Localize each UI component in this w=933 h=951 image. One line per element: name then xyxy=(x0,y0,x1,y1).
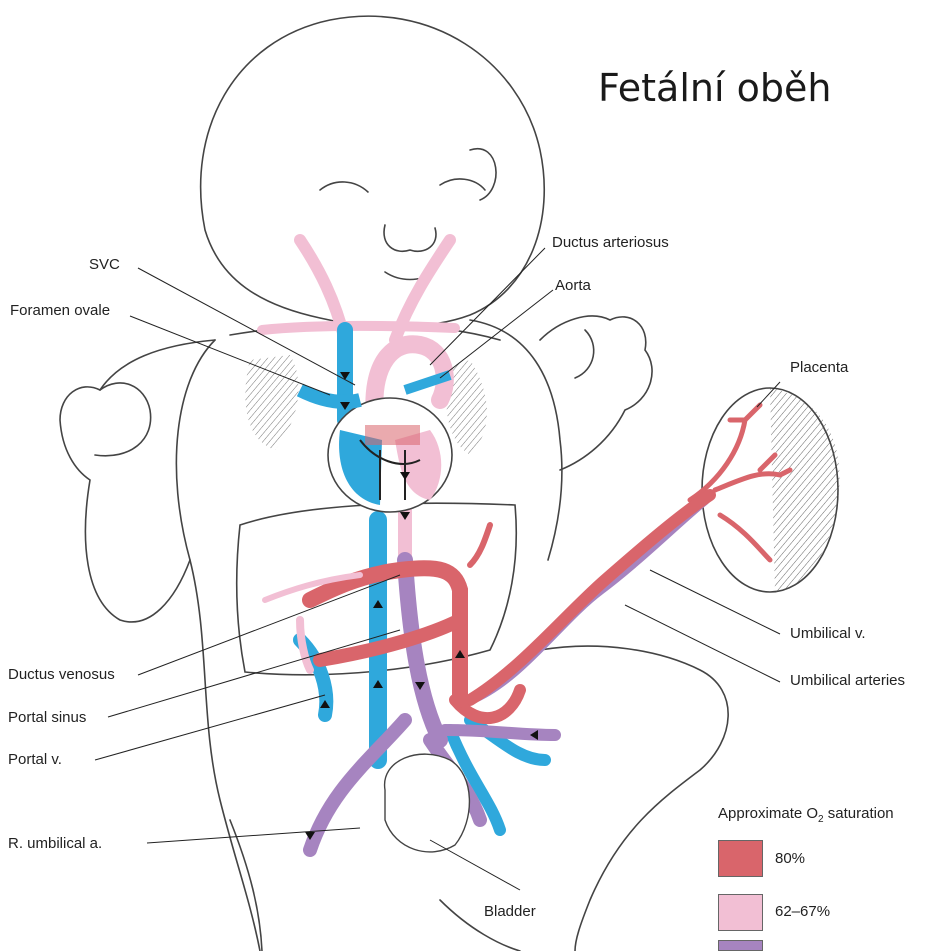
subclavian xyxy=(262,326,455,330)
umbilical-vein-cord xyxy=(470,495,710,700)
legend-swatch-low xyxy=(718,940,763,951)
label-portal-sinus: Portal sinus xyxy=(8,709,86,726)
legend-label-80: 80% xyxy=(775,850,805,867)
label-svc: SVC xyxy=(89,256,120,273)
portal-sinus-vessel xyxy=(320,620,460,660)
label-r-umbilical-a: R. umbilical a. xyxy=(8,835,102,852)
label-foramen-ovale: Foramen ovale xyxy=(10,302,110,319)
label-ductus-arteriosus: Ductus arteriosus xyxy=(552,234,669,251)
label-bladder: Bladder xyxy=(484,903,536,920)
label-umbilical-v: Umbilical v. xyxy=(790,625,866,642)
legend-title: Approximate O2 saturation xyxy=(718,805,894,825)
baby-right-fist xyxy=(575,330,594,378)
legend-swatch-80 xyxy=(718,840,763,877)
baby-eye-left xyxy=(320,182,368,192)
label-portal-v: Portal v. xyxy=(8,751,62,768)
leg-artery xyxy=(445,730,555,735)
legend-label-62-67: 62–67% xyxy=(775,903,830,920)
label-umbilical-arteries: Umbilical arteries xyxy=(790,672,905,689)
baby-eye-right xyxy=(440,179,485,190)
baby-leg-right xyxy=(540,646,728,951)
label-ductus-venosus: Ductus venosus xyxy=(8,666,115,683)
baby-leg-left xyxy=(230,820,262,951)
baby-head xyxy=(201,16,545,327)
legend-swatch-62-67 xyxy=(718,894,763,931)
bladder-outline xyxy=(385,754,470,852)
diagram-title: Fetální oběh xyxy=(598,66,831,110)
baby-torso xyxy=(176,340,260,951)
baby-left-arm xyxy=(60,340,215,622)
vessels xyxy=(262,240,710,850)
descending-aorta-lower xyxy=(405,560,440,740)
baby-nose xyxy=(384,225,436,251)
hepatic-branch xyxy=(470,525,490,565)
label-aorta: Aorta xyxy=(555,277,591,294)
label-placenta: Placenta xyxy=(790,359,848,376)
baby-left-fist xyxy=(95,383,151,456)
baby-right-arm xyxy=(540,316,652,470)
baby-ear xyxy=(470,149,496,200)
